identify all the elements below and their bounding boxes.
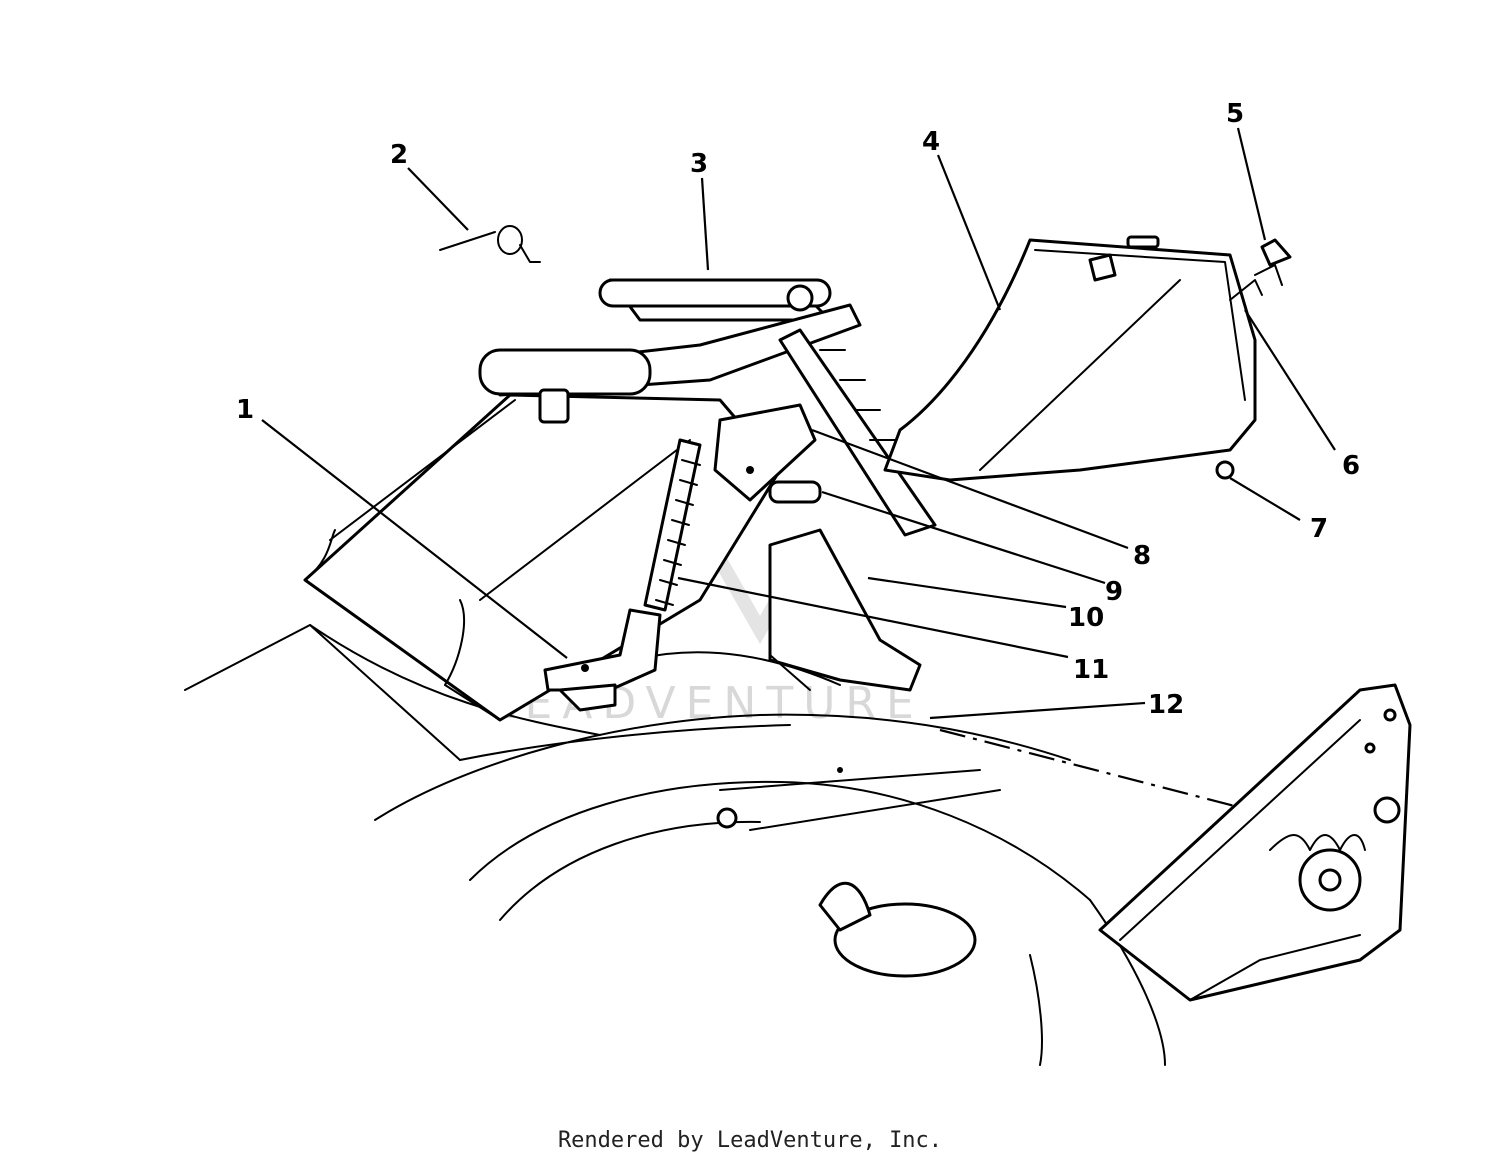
callout-2: 2: [390, 140, 408, 170]
part-3-door-frame: [478, 278, 937, 537]
callout-7: 7: [1310, 514, 1328, 544]
callout-5: 5: [1226, 99, 1244, 129]
callout-10: 10: [1068, 603, 1104, 633]
rear-chute: [303, 393, 782, 722]
callout-8: 8: [1133, 541, 1151, 571]
deck-housing: [184, 624, 1251, 1066]
callout-3: 3: [690, 149, 708, 179]
leader-lines: [261, 127, 1336, 720]
part-7-nut: [1215, 460, 1235, 480]
callout-11: 11: [1073, 655, 1109, 685]
callout-6: 6: [1342, 451, 1360, 481]
callout-4: 4: [922, 127, 940, 157]
height-adjuster: [1098, 683, 1412, 1002]
callout-12: 12: [1148, 690, 1184, 720]
callout-labels: 1 2 3 4 5 6 7 8 9 10 11 12: [236, 99, 1360, 720]
part-10-bracket: [599, 403, 922, 692]
part-1-plate: [543, 608, 662, 712]
part-11-spring: [643, 438, 702, 612]
rendered-by-footer: Rendered by LeadVenture, Inc.: [557, 1128, 943, 1153]
part-2-torsion-spring: [439, 225, 541, 263]
part-6-rod: [1229, 279, 1263, 301]
callout-1: 1: [236, 395, 254, 425]
part-5-latch: [1254, 238, 1292, 286]
part-4-discharge-door: [883, 235, 1257, 482]
callout-9: 9: [1105, 577, 1123, 607]
part-9-pin: [768, 480, 822, 504]
